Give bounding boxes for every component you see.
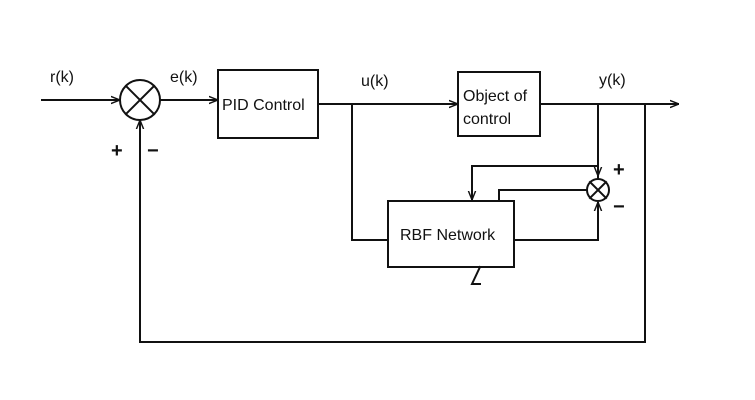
control-signal-label: u(k) [361, 73, 389, 90]
main-minus-sign: − [147, 140, 159, 162]
adaptation-line [498, 189, 588, 202]
identification-error-path [472, 165, 599, 200]
pid-control-block [217, 69, 319, 139]
plant-label-line2: control [463, 111, 511, 128]
plant-block [457, 71, 541, 137]
reference-signal-label: r(k) [50, 69, 74, 86]
rbf-network-label: RBF Network [400, 227, 496, 244]
plant-label-line1: Object of [463, 88, 528, 105]
rbf-input-branch [351, 103, 389, 241]
feedback-path [140, 103, 646, 343]
pid-control-label: PID Control [222, 97, 305, 114]
error-signal-label: e(k) [170, 69, 198, 86]
output-signal-label: y(k) [599, 72, 626, 89]
small-minus-sign: − [613, 196, 625, 218]
rbf-network-block [387, 200, 515, 268]
small-plus-sign: + [613, 159, 625, 181]
identification-summing-junction [586, 178, 610, 202]
jacobian-output-stub [470, 265, 482, 285]
rbf-output-path [513, 202, 598, 241]
main-summing-junction [119, 79, 161, 121]
main-plus-sign: + [111, 140, 123, 162]
